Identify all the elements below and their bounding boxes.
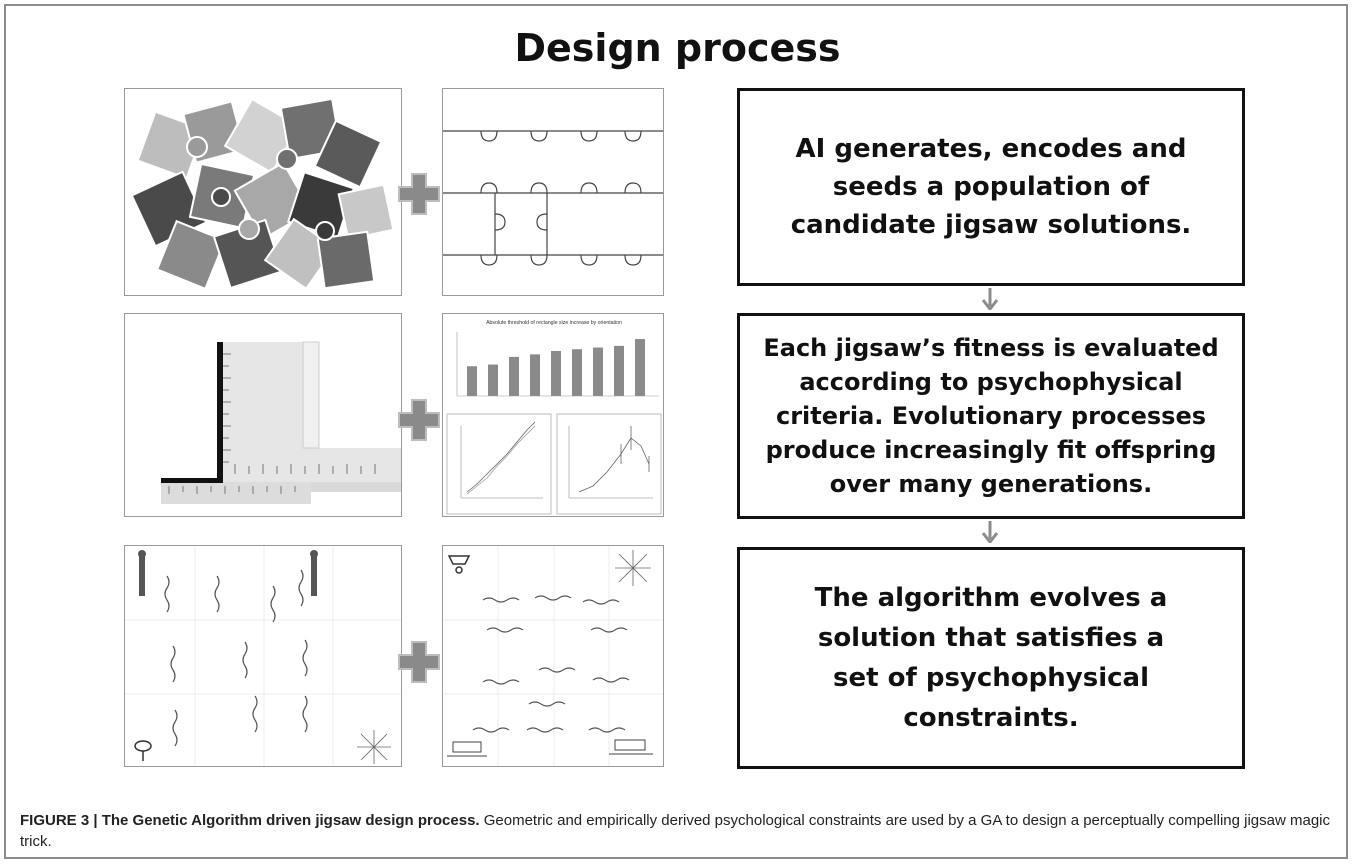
caption-label: FIGURE 3 | The Genetic Algorithm driven … bbox=[20, 812, 480, 829]
jigsaw-template-image bbox=[442, 88, 664, 296]
bar-chart-title: Absolute threshold of rectangle size inc… bbox=[486, 320, 622, 326]
step-1-text: AI generates, encodes and seeds a popula… bbox=[790, 134, 1192, 240]
bar bbox=[467, 366, 477, 396]
line-chart-left bbox=[460, 421, 543, 499]
arrow-down-icon bbox=[982, 288, 998, 310]
bar bbox=[572, 349, 582, 396]
figure-caption: FIGURE 3 | The Genetic Algorithm driven … bbox=[20, 810, 1340, 852]
bar bbox=[614, 345, 624, 396]
step-3-box: The algorithm evolves a solution that sa… bbox=[737, 547, 1245, 769]
bar bbox=[530, 354, 540, 396]
plus-icon bbox=[398, 641, 440, 683]
jigsaw-layout-a-image bbox=[124, 545, 402, 767]
step-2-text: Each jigsaw’s fitness is evaluated accor… bbox=[763, 334, 1219, 498]
arrow-down-icon bbox=[982, 521, 998, 543]
step-2-box: Each jigsaw’s fitness is evaluated accor… bbox=[737, 313, 1245, 519]
jigsaw-pieces-image bbox=[124, 88, 402, 296]
jigsaw-layout-b-image bbox=[442, 545, 664, 767]
bar bbox=[593, 347, 603, 396]
line-chart-right bbox=[568, 426, 653, 499]
step-3-text: The algorithm evolves a solution that sa… bbox=[814, 583, 1168, 733]
bar bbox=[509, 356, 519, 396]
psychophysics-charts-image: Absolute threshold of rectangle size inc… bbox=[442, 313, 664, 517]
plus-icon bbox=[398, 399, 440, 441]
bar bbox=[488, 364, 498, 396]
bar bbox=[635, 339, 645, 396]
caption-text: Geometric and empirically derived psycho… bbox=[20, 812, 1331, 850]
bar-chart bbox=[467, 339, 645, 396]
puzzle-pieces bbox=[130, 97, 395, 291]
ruler-l-shape-image bbox=[124, 313, 402, 517]
plus-icon bbox=[398, 173, 440, 215]
figure-title: Design process bbox=[514, 26, 841, 70]
step-1-box: AI generates, encodes and seeds a popula… bbox=[737, 88, 1245, 286]
bar bbox=[551, 350, 561, 396]
